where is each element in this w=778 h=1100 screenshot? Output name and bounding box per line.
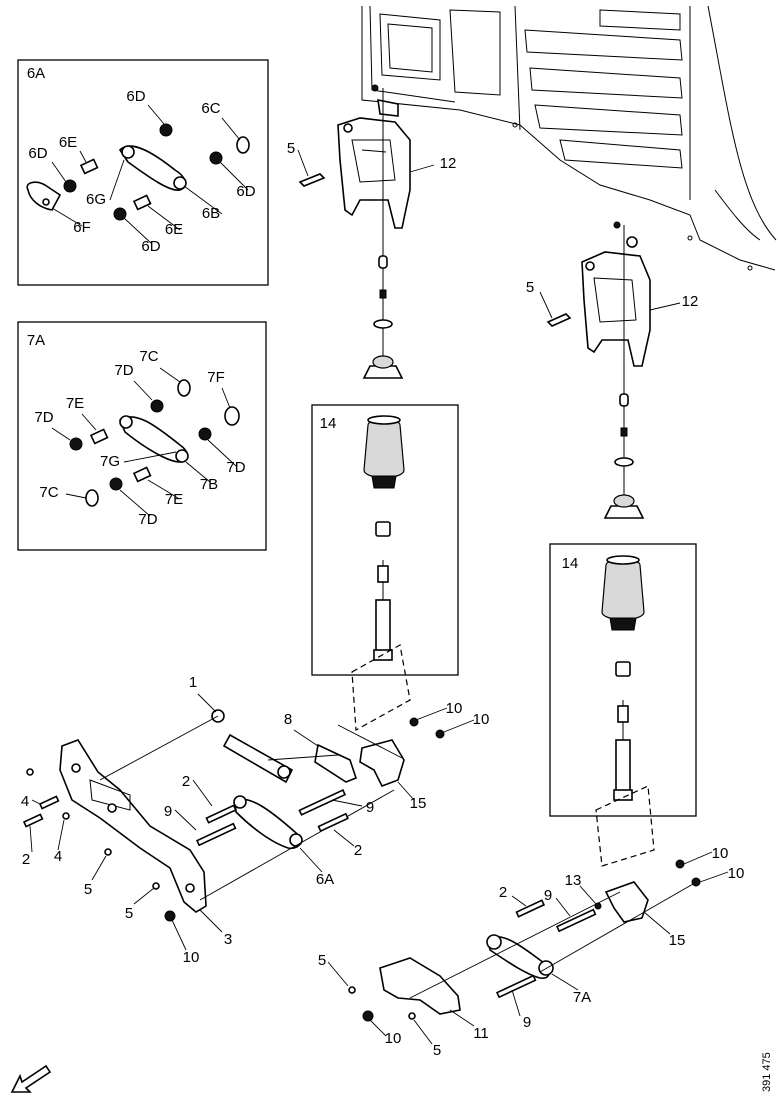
callout-label: 5: [84, 881, 92, 898]
callout-label: 4: [54, 848, 62, 865]
bracket-11: [379, 957, 461, 1015]
mount-15-left: [359, 739, 405, 788]
nut-6D: [113, 207, 127, 221]
callout-label: 4: [21, 793, 29, 810]
callout-label: 6E: [59, 134, 77, 151]
upper-mount-12-left: [297, 98, 435, 229]
washer-6C: [236, 136, 250, 154]
callout-label: 15: [669, 932, 686, 949]
inset-7A: [17, 321, 267, 551]
callout-label: 9: [164, 803, 172, 820]
callout-label: 7C: [39, 484, 58, 501]
leader-lines: [29, 693, 729, 1045]
callout-label: 6G: [86, 191, 106, 208]
callout-label: 6D: [28, 145, 47, 162]
callout-label: 15: [410, 795, 427, 812]
callout-label: 9: [544, 887, 552, 904]
box-14-right: [549, 543, 697, 817]
callout-label: 1: [189, 674, 197, 691]
callout-label: 7F: [207, 369, 225, 386]
mount-15-right: [604, 881, 649, 923]
callout-label: 2: [499, 884, 507, 901]
callout-label: 5: [287, 140, 295, 157]
drawing-code: 391 475: [761, 1052, 773, 1092]
washer-7F: [224, 406, 240, 426]
spring-axis-right: [603, 221, 645, 519]
upper-mount-12-right: [539, 236, 681, 367]
bushing-7E: [132, 466, 152, 483]
callout-label: 10: [473, 711, 490, 728]
callout-label: 12: [682, 293, 699, 310]
callout-label: 6F: [73, 219, 91, 236]
callout-label: 7A: [573, 989, 591, 1006]
callout-label: 10: [183, 949, 200, 966]
callout-label: 2: [354, 842, 362, 859]
nut-7D: [69, 437, 83, 451]
bracket-6F: [26, 181, 62, 211]
callout-label: 7D: [114, 362, 133, 379]
callout-label: 5: [318, 952, 326, 969]
washer-7C: [85, 489, 99, 507]
bushing-7E: [89, 428, 109, 445]
callout-label: 9: [523, 1014, 531, 1031]
callout-label: 10: [446, 700, 463, 717]
callout-label: 11: [473, 1025, 489, 1042]
callout-label: 7C: [139, 348, 158, 365]
inset-6A: [17, 59, 269, 286]
cross-member-3: [59, 739, 207, 913]
callout-label: 7D: [226, 459, 245, 476]
callout-label: 7E: [66, 395, 84, 412]
direction-arrow-icon: [10, 1064, 52, 1093]
callout-label: 2: [22, 851, 30, 868]
callout-label: 6A: [316, 871, 334, 888]
nut-6D: [159, 123, 173, 137]
callout-label: 3: [224, 931, 232, 948]
nut-7D: [150, 399, 164, 413]
callout-labels: 6A 6D 6C 6E 6D 6G 6B 6D 6E 6F 6D 7A 7C 7D 7F 7E 7D 7G 7D 7B…: [21, 65, 745, 1059]
callout-label: 7D: [138, 511, 157, 528]
callout-label: 7A: [27, 332, 45, 349]
cab-rear-wall: [361, 5, 777, 271]
lower-assembly-left: [22, 709, 445, 922]
callout-label: 10: [712, 845, 729, 862]
washer-7C: [177, 379, 191, 397]
callout-label: 6E: [165, 221, 183, 238]
bracket-8: [314, 743, 357, 783]
damper-1: [222, 733, 294, 784]
callout-label: 7E: [165, 491, 183, 508]
nut-7D: [198, 427, 212, 441]
nut-6D: [63, 179, 77, 193]
callout-label: 7D: [34, 409, 53, 426]
nut-7D: [109, 477, 123, 491]
callout-label: 5: [526, 279, 534, 296]
callout-label: 7G: [100, 453, 120, 470]
callout-label: 2: [182, 773, 190, 790]
callout-label: 5: [433, 1042, 441, 1059]
dashed-link-left: [351, 644, 411, 731]
callout-label: 7B: [200, 476, 218, 493]
callout-label: 13: [565, 872, 582, 889]
callout-label: 6D: [126, 88, 145, 105]
callout-label: 6A: [27, 65, 45, 82]
box-14-left: [311, 404, 459, 676]
callout-label: 10: [385, 1030, 402, 1047]
callout-label: 6D: [236, 183, 255, 200]
callout-label: 5: [125, 905, 133, 922]
callout-label: 14: [320, 415, 337, 432]
callout-label: 6B: [202, 205, 220, 222]
callout-label: 6C: [201, 100, 220, 117]
bushing-6E: [79, 158, 99, 175]
callout-label: 10: [728, 865, 745, 882]
nut-6D: [209, 151, 223, 165]
callout-label: 14: [562, 555, 579, 572]
lower-assembly-right: [348, 859, 701, 1022]
callout-label: 12: [440, 155, 457, 172]
callout-label: 8: [284, 711, 292, 728]
callout-label: 9: [366, 799, 374, 816]
callout-label: 6D: [141, 238, 160, 255]
dashed-link-right: [595, 785, 655, 867]
bushing-6E: [132, 194, 152, 211]
spring-axis-left: [362, 84, 404, 379]
